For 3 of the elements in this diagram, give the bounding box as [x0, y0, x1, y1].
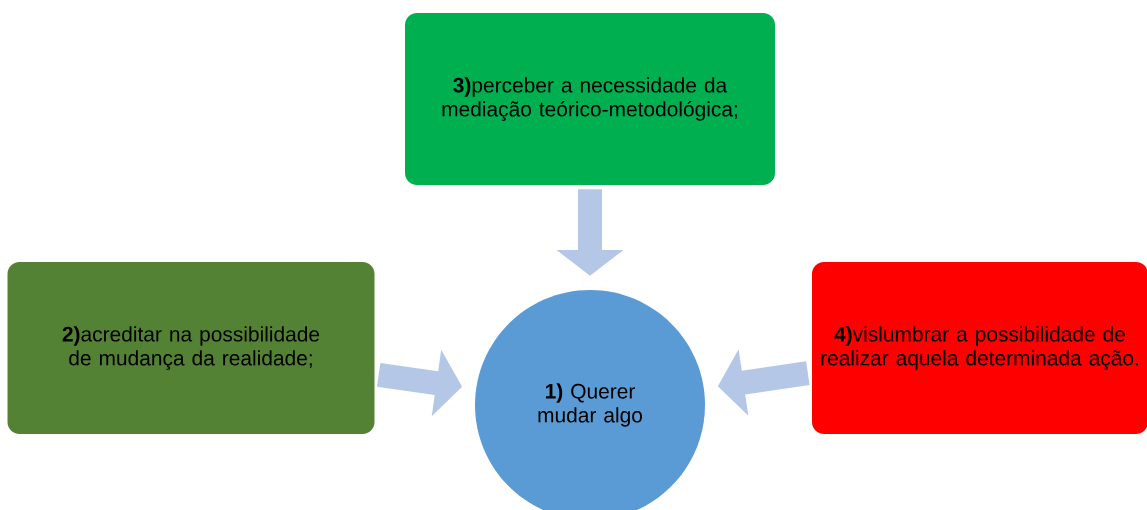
- process-box: 3)perceber a necessidade da mediação teórico-metodológica;: [405, 13, 775, 185]
- process-box: 2)acreditar na possibilidade de mudança da realidade;: [7, 262, 375, 434]
- process-box: 4)vislumbrar a possibilidade de realizar aquela determinada ação.: [812, 262, 1147, 434]
